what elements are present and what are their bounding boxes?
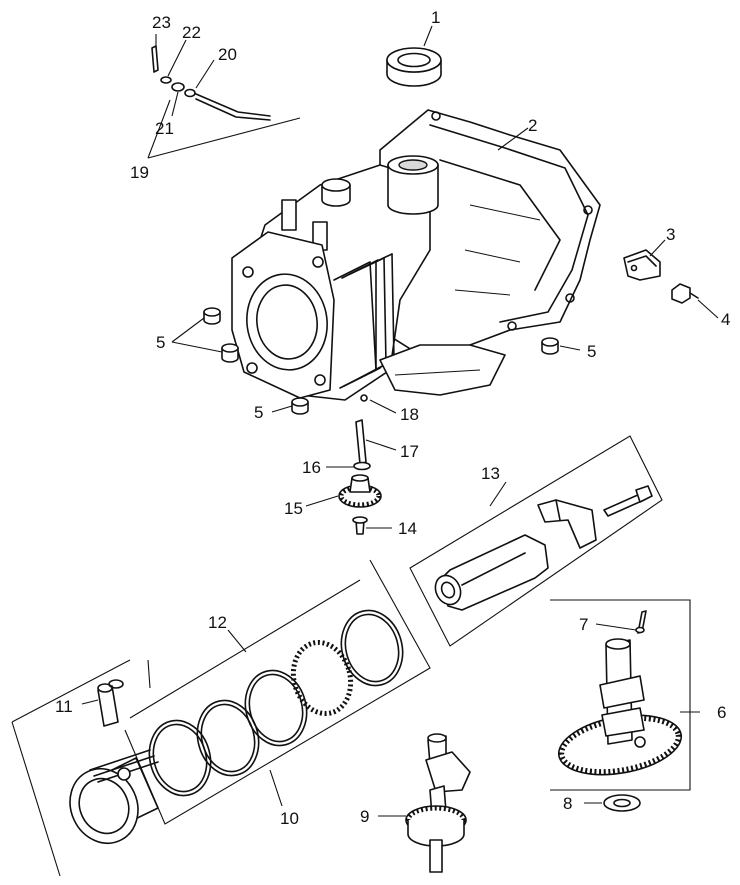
- part-5-plugs: [203, 307, 559, 415]
- callout-18: 18: [400, 405, 419, 424]
- callout-22: 22: [182, 23, 201, 42]
- part-11-piston-pin: [97, 679, 124, 727]
- part-18-ball: [360, 394, 368, 402]
- callout-5-left: 5: [156, 333, 165, 352]
- plug-a: [203, 307, 221, 325]
- part-21-ring: [171, 82, 185, 92]
- part-12-piston-rings: [148, 609, 404, 797]
- part-7-pin: [635, 610, 647, 634]
- leader-lines: [81, 25, 719, 817]
- callout-15: 15: [284, 499, 303, 518]
- part-23-pin: [151, 45, 159, 73]
- callout-19: 19: [130, 163, 149, 182]
- callout-11: 11: [55, 697, 73, 716]
- plug-b: [221, 343, 239, 363]
- callout-1: 1: [431, 8, 440, 27]
- part-13-connecting-rod: [434, 485, 653, 611]
- part-2-crankcase: [231, 109, 601, 401]
- callout-labels: 1 2 3 4 5 5 5 6 7 8 9 10 11 12 13 14 15 …: [55, 8, 730, 828]
- callout-5-right: 5: [587, 342, 596, 361]
- callout-5-bottom: 5: [254, 403, 263, 422]
- governor-shaft-group: [151, 45, 271, 121]
- callout-12: 12: [208, 613, 227, 632]
- part-1-oil-seal: [386, 47, 442, 87]
- group-6-outline: [550, 599, 691, 791]
- plug-c: [291, 397, 309, 415]
- part-22-washer: [160, 76, 172, 84]
- part-8-washer: [603, 794, 641, 812]
- rod-bolt: [603, 485, 653, 517]
- callout-9: 9: [360, 807, 369, 826]
- callout-23: 23: [152, 13, 171, 32]
- callout-6: 6: [717, 703, 726, 722]
- group-13-outline: [409, 435, 663, 647]
- callout-21: 21: [155, 119, 174, 138]
- piston-group-outline: [11, 559, 431, 877]
- part-15-gear: [338, 474, 382, 508]
- part-4-bolt: [671, 283, 699, 304]
- part-16-washer: [353, 461, 371, 471]
- piston: [69, 749, 159, 844]
- part-6-camshaft: [557, 638, 683, 776]
- callout-8: 8: [563, 794, 572, 813]
- part-20-ring: [184, 88, 196, 98]
- callout-3: 3: [666, 225, 675, 244]
- part-17-shaft: [355, 419, 367, 465]
- callout-13: 13: [481, 464, 500, 483]
- rod-cap: [537, 499, 597, 549]
- callout-4: 4: [721, 310, 730, 329]
- callout-2: 2: [528, 116, 537, 135]
- callout-20: 20: [218, 45, 237, 64]
- crank-gear: [405, 805, 467, 847]
- callout-17: 17: [400, 442, 419, 461]
- callout-10: 10: [280, 809, 299, 828]
- plug-d: [541, 337, 559, 355]
- governor-shaft: [195, 93, 271, 117]
- callout-14: 14: [398, 519, 417, 538]
- callout-7: 7: [579, 615, 588, 634]
- part-9-crankshaft: [405, 733, 471, 873]
- callout-16: 16: [302, 458, 321, 477]
- part-3-bracket: [623, 249, 661, 281]
- governor-parts: [338, 394, 382, 535]
